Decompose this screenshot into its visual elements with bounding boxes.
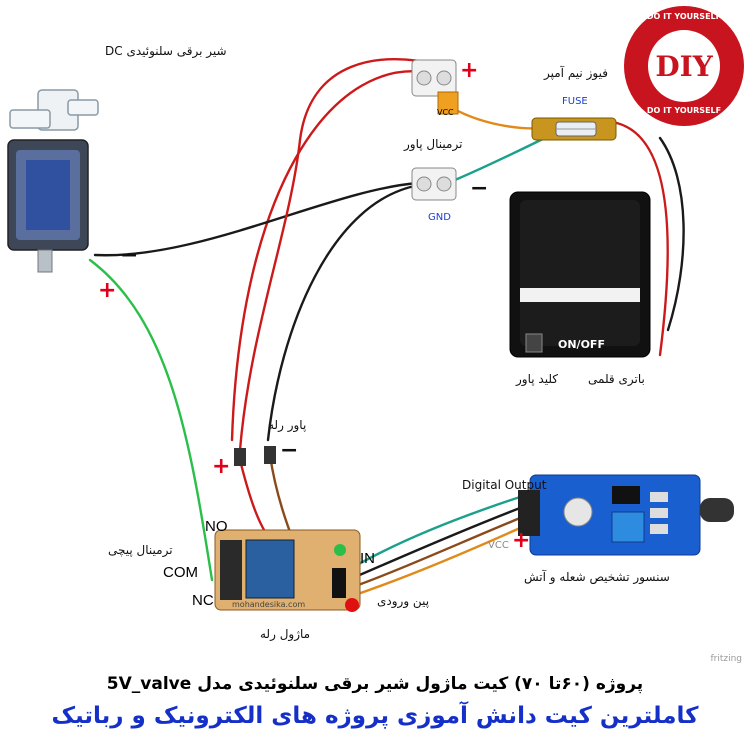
input-pins-label: پین ورودی <box>377 594 430 608</box>
footer-subtitle: کاملترین کیت دانش آموزی پروژه های الکترو… <box>51 703 699 729</box>
wire-green-valve-to-relay-com <box>88 258 214 582</box>
fuse <box>531 117 617 141</box>
relay-power-label: پاور رله <box>268 418 307 432</box>
vcc-tag: VCC <box>437 108 454 117</box>
plus-sign-relay-power: + <box>212 454 231 479</box>
diy-badge-text: DIY <box>655 50 713 83</box>
relay-module <box>214 529 361 612</box>
wire-sensor-gnd <box>346 506 522 582</box>
relay-module-label: ماژول رله <box>260 627 311 641</box>
wire-black-gnd-to-valve <box>93 181 420 257</box>
valve-title: شیر برقی سلنوئیدی DC <box>105 44 227 58</box>
power-switch-label: کلید پاور <box>516 372 559 386</box>
relay-com-label: COM <box>163 564 198 581</box>
gnd-terminal-block <box>411 167 457 201</box>
minus-sign-relay-power: − <box>280 438 299 463</box>
plus-sign-sensor-vcc: + <box>512 528 531 553</box>
wire-black-battery-lead <box>658 136 685 332</box>
power-terminal-label: ترمینال پاور <box>404 137 463 151</box>
fuse-title: فیوز نیم آمپر <box>544 66 608 80</box>
minus-sign-valve: − <box>120 243 139 268</box>
wire-sensor-vcc <box>348 516 522 590</box>
power-terminal-block <box>411 59 459 115</box>
jumper-head-black <box>264 446 276 464</box>
wire-red-power-to-relay <box>230 70 427 442</box>
digital-output-label: Digital Output <box>462 478 547 492</box>
flame-sensor-module <box>518 474 734 556</box>
sensor-vcc-label: VCC <box>488 540 509 551</box>
relay-no-label: NO <box>205 518 228 535</box>
wire-orange-vcc-to-fuse <box>445 103 547 130</box>
minus-sign-gnd-terminal: − <box>470 176 489 201</box>
diy-badge <box>624 6 744 126</box>
gnd-tag: GND <box>428 212 451 223</box>
on-off-label: ON/OFF <box>558 338 605 351</box>
relay-in-label: IN <box>360 550 375 567</box>
solenoid-valve <box>7 89 99 273</box>
screw-terminal-label: ترمینال پیچی <box>108 543 173 557</box>
fritzing-watermark: fritzing <box>710 654 742 664</box>
wire-red-fuse-to-battery <box>610 120 669 357</box>
sensor-title: سنسور تشخیص شعله و آتش <box>524 570 670 584</box>
wire-red-battery-to-terminal <box>238 57 442 452</box>
relay-brand: mohandesika.com <box>232 600 306 609</box>
wires <box>88 57 685 598</box>
wire-sensor-digital-out <box>343 495 522 574</box>
wire-teal-gnd-to-fuse <box>453 136 547 182</box>
wire-black-terminal-to-relay-minus <box>266 183 422 442</box>
diy-badge-ring-top: DO IT YOURSELF <box>646 12 722 21</box>
relay-nc-label: NC <box>192 592 214 609</box>
plus-sign-power-terminal: + <box>460 58 479 83</box>
footer-title: پروژه (۶۰تا ۷۰) کیت ماژول شیر برقی سلنوئ… <box>106 674 644 694</box>
plus-sign-valve: + <box>98 278 117 303</box>
battery-label: باتری قلمی <box>588 372 645 386</box>
wire-sensor-extra <box>350 526 522 598</box>
battery-pack <box>509 191 651 358</box>
diy-badge-ring-bottom: DO IT YOURSELF <box>646 106 722 115</box>
fuse-code: FUSE <box>562 96 588 107</box>
jumper-head-red <box>234 448 246 466</box>
